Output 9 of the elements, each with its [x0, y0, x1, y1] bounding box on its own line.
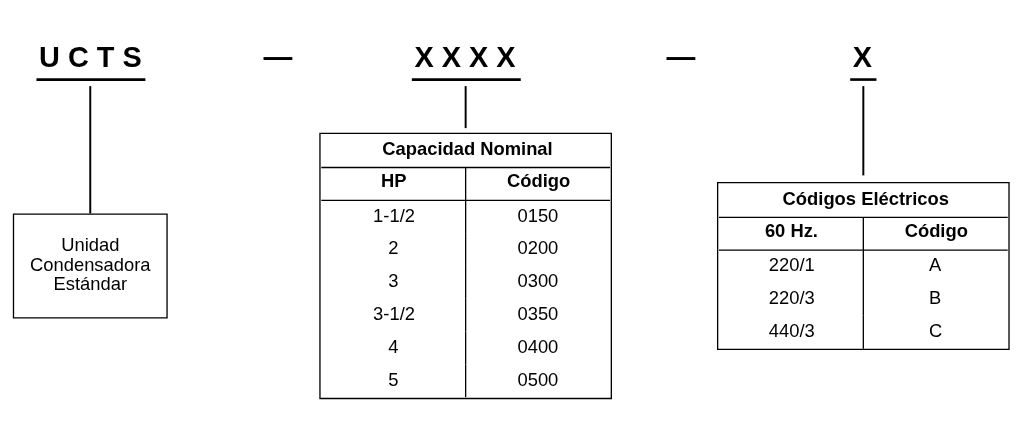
node-box: Unidad Condensadora Estándar	[12, 212, 168, 318]
connector	[862, 84, 865, 176]
connector	[464, 84, 467, 129]
node-text: X	[852, 40, 873, 73]
node-text: X X X X	[414, 40, 516, 73]
label: —	[666, 40, 696, 73]
label: —	[263, 40, 293, 73]
node-text: U C T S	[39, 40, 142, 73]
connector	[89, 84, 92, 214]
